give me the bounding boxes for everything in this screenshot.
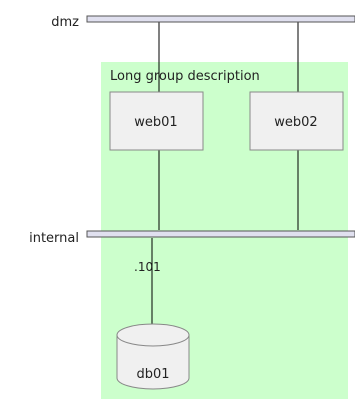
address-label-db01: .101 [134,260,161,274]
node-label-web01: web01 [134,115,177,130]
node-db01[interactable]: db01 [116,323,190,390]
node-web02[interactable]: web02 [249,91,344,151]
node-web01[interactable]: web01 [109,91,204,151]
network-label-internal: internal [29,231,79,246]
node-label-web02: web02 [274,115,317,130]
network-bus-dmz [86,15,355,23]
group-label: Long group description [110,69,260,84]
network-bus-internal [86,230,355,238]
node-label-db01: db01 [136,367,169,382]
network-label-dmz: dmz [51,15,79,30]
